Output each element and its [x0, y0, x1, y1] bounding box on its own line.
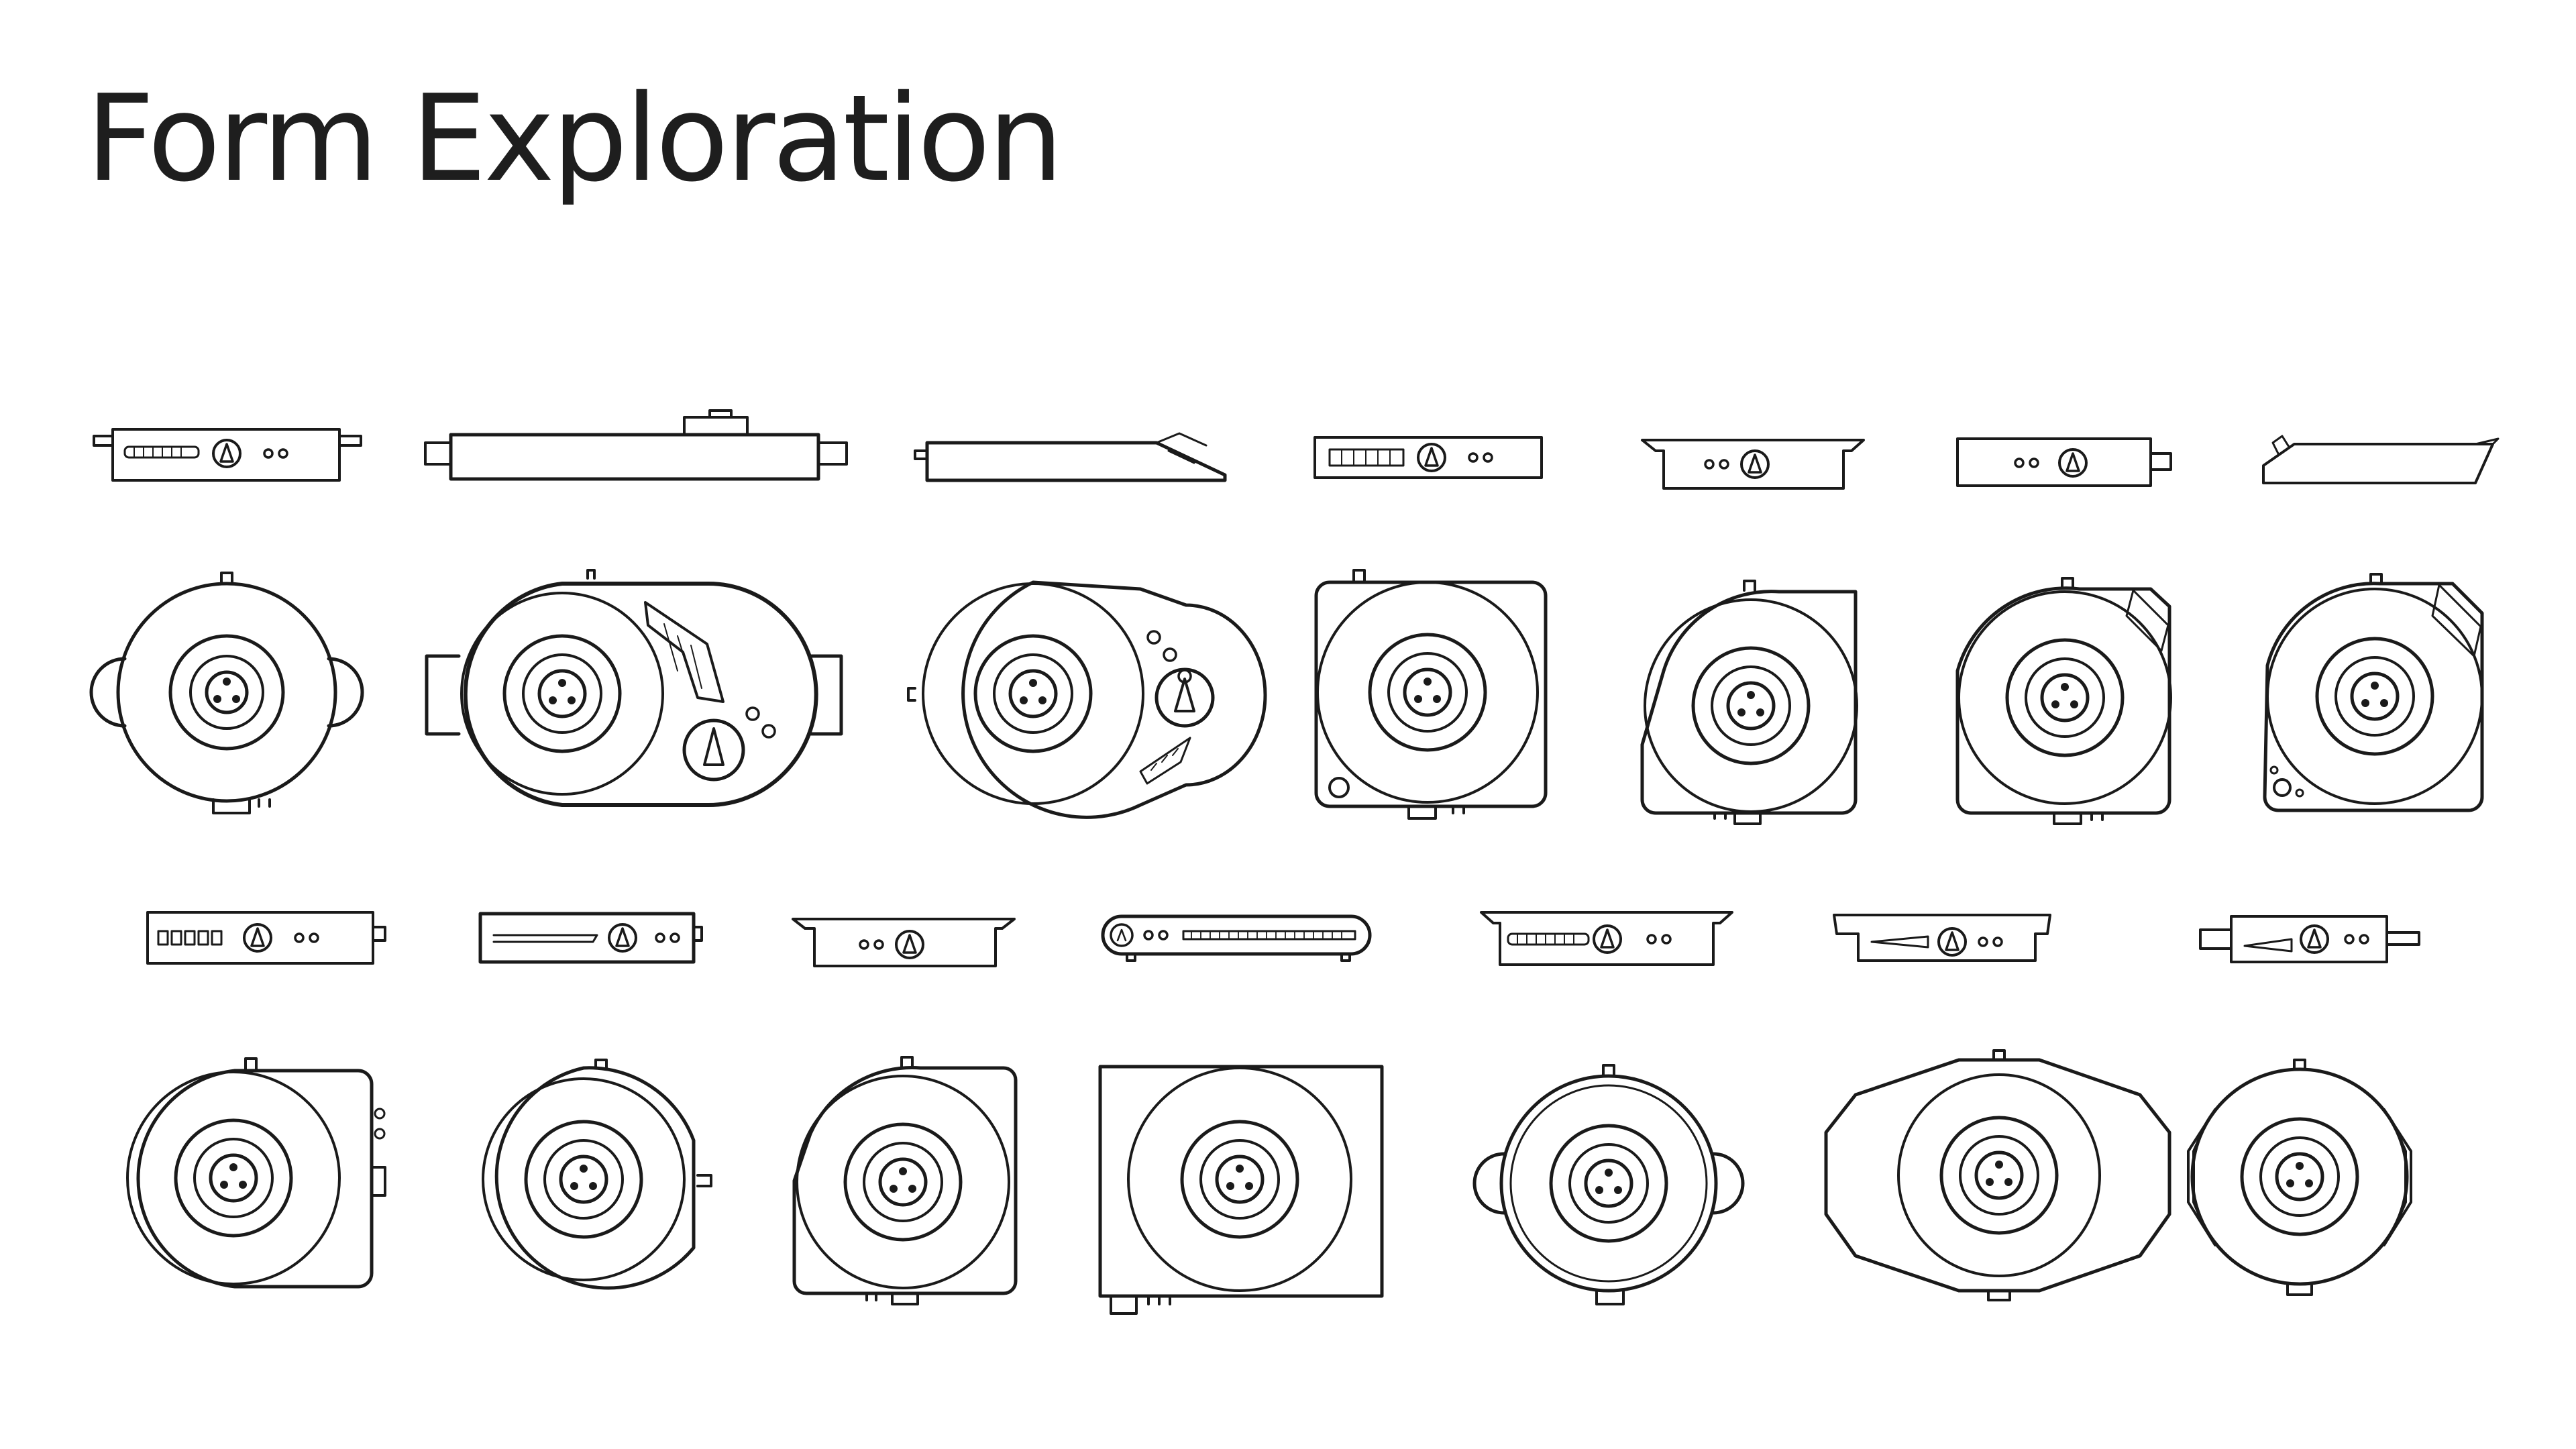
- top-view-sketch: [483, 1060, 711, 1288]
- top-view-sketch: [908, 582, 1265, 817]
- slide-title: Form Exploration: [86, 69, 1063, 208]
- top-view-sketch: [1826, 1051, 2169, 1300]
- side-view-sketch: [94, 429, 361, 480]
- side-view-sketch: [2200, 916, 2419, 962]
- top-view-sketch: [2188, 1060, 2411, 1295]
- side-view-sketch: [148, 912, 385, 963]
- side-view-sketch: [793, 919, 1014, 966]
- side-view-sketch: [1315, 437, 1542, 478]
- side-view-sketch: [1957, 439, 2171, 486]
- side-view-sketch: [480, 914, 702, 962]
- side-view-sketch: [1642, 440, 1864, 488]
- top-view-sketch: [1100, 1067, 1382, 1313]
- top-view-sketch: [427, 570, 841, 805]
- top-view-sketch: [1316, 570, 1546, 818]
- top-view-sketch: [91, 573, 362, 813]
- top-view-sketch: [794, 1057, 1016, 1304]
- top-view-sketch: [2265, 574, 2482, 810]
- top-view-sketch: [127, 1059, 385, 1287]
- side-view-sketch: [425, 411, 847, 479]
- side-view-sketch: [915, 433, 1225, 480]
- side-view-sketch: [1481, 912, 1732, 965]
- side-view-sketch: [2263, 436, 2498, 483]
- top-view-sketch: [1957, 578, 2171, 824]
- top-view-sketch: [1642, 581, 1857, 824]
- side-view-sketch: [1103, 916, 1370, 961]
- top-view-sketch: [1474, 1065, 1743, 1304]
- side-view-sketch: [1834, 915, 2050, 961]
